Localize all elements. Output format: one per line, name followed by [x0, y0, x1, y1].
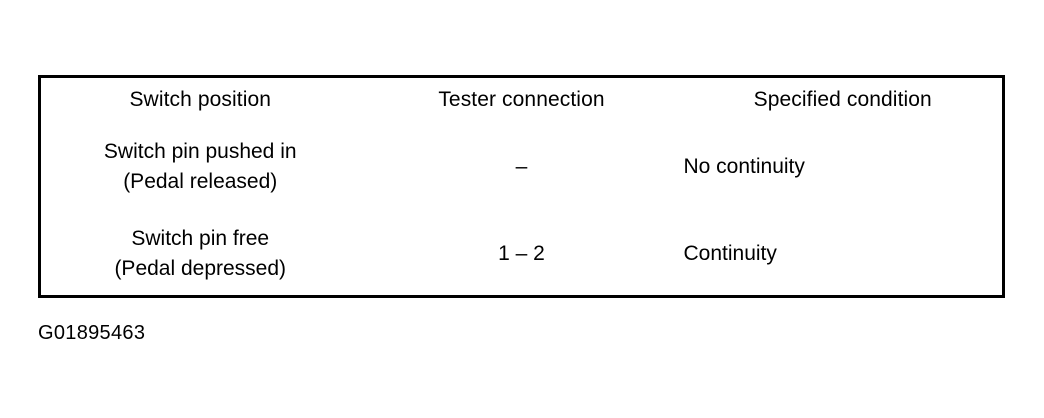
table-row: Switch pin pushed in (Pedal released) – … [39, 122, 1004, 212]
cell-tester-connection-1: – [359, 122, 684, 212]
column-header-switch-position: Switch position [39, 76, 360, 122]
cell-switch-position-2: Switch pin free (Pedal depressed) [39, 212, 360, 297]
table-header-row: Switch position Tester connection Specif… [39, 76, 1004, 122]
cell-switch-position-1: Switch pin pushed in (Pedal released) [39, 122, 360, 212]
cell-specified-condition-2: Continuity [683, 212, 1004, 297]
switch-position-line-1: Switch pin pushed in [103, 140, 297, 164]
column-header-specified-condition: Specified condition [683, 76, 1004, 122]
cell-specified-condition-1: No continuity [683, 122, 1004, 212]
switch-position-line-1: Switch pin free [131, 226, 270, 250]
switch-position-line-2: (Pedal depressed) [114, 256, 287, 280]
inspection-spec-table: Switch position Tester connection Specif… [38, 75, 1005, 298]
column-header-tester-connection: Tester connection [359, 76, 684, 122]
cell-tester-connection-2: 1 – 2 [359, 212, 684, 297]
table-row: Switch pin free (Pedal depressed) 1 – 2 … [39, 212, 1004, 297]
switch-position-line-2: (Pedal released) [123, 170, 278, 193]
figure-caption: G01895463 [38, 322, 146, 344]
